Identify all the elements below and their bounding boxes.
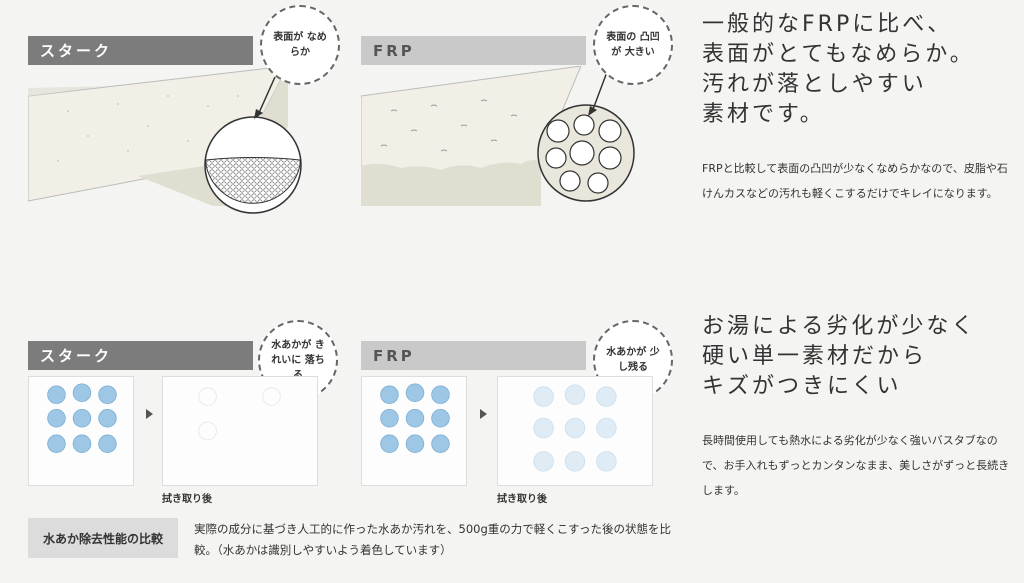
- frp-pointer-arrow: [588, 71, 608, 116]
- frp-label-2: FRP: [373, 346, 415, 365]
- frp-transition-arrow: [480, 409, 487, 419]
- frp-label: FRP: [373, 41, 415, 60]
- comparison-note-text: 実際の成分に基づき人工的に作った水あか汚れを、500g重の力で軽くこすった後の状…: [194, 522, 672, 557]
- frp-before-photo: [361, 376, 467, 486]
- stark-pointer-arrow: [254, 76, 276, 119]
- frp-surface-illustration: [361, 66, 582, 206]
- comparison-note-label: 水あか除去性能の比較: [28, 518, 178, 558]
- frp-after-photo: [497, 376, 653, 486]
- frp-rough-bubble: 表面の 凸凹が 大きい: [593, 5, 673, 85]
- stark-magnified-circle: [204, 116, 302, 214]
- stark-label: スターク: [40, 42, 113, 60]
- section2-body: 長時間使用しても熱水による劣化が少なく強いバスタブなので、お手入れもずっとカンタ…: [702, 434, 1010, 497]
- stark-transition-arrow: [146, 409, 153, 419]
- stark-before-photo: [28, 376, 134, 486]
- section1-body: FRPと比較して表面の凸凹が少なくなめらかなので、皮脂や石けんカスなどの汚れも軽…: [702, 162, 1008, 200]
- stark-smooth-bubble: 表面が なめらか: [260, 5, 340, 85]
- frp-label-bar-2: FRP: [361, 341, 586, 370]
- frp-magnified-circle: [537, 104, 635, 202]
- stark-label-bar: スターク: [28, 36, 253, 65]
- frp-after-caption: 拭き取り後: [497, 494, 547, 505]
- section2-heading: お湯による劣化が少なく 硬い単一素材だから キズがつきにくい: [702, 314, 977, 399]
- stark-after-caption: 拭き取り後: [162, 494, 212, 505]
- stark-label-bar-2: スターク: [28, 341, 253, 370]
- stark-label-2: スターク: [40, 347, 113, 365]
- section1-heading: 一般的なFRPに比べ、 表面がとてもなめらか。 汚れが落としやすい 素材です。: [702, 12, 975, 127]
- frp-label-bar: FRP: [361, 36, 586, 65]
- stark-after-photo: [162, 376, 318, 486]
